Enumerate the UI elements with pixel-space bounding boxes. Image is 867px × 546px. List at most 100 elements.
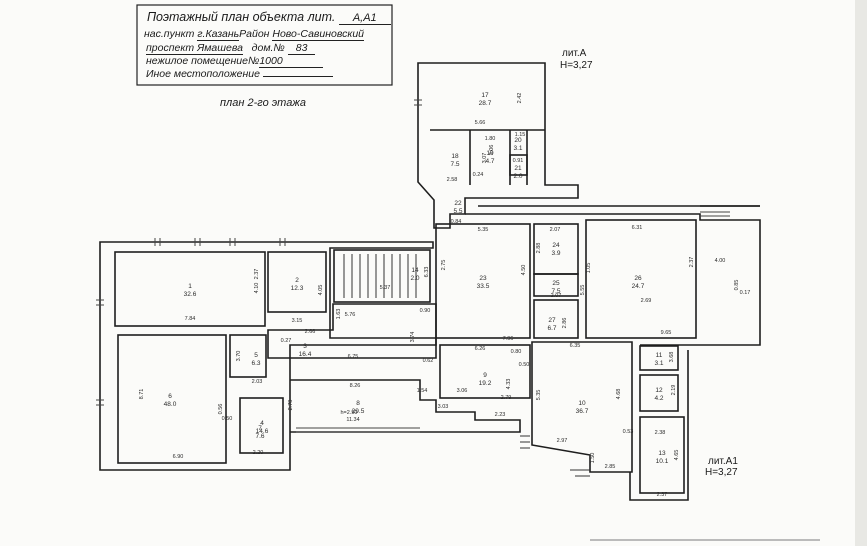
staircase-walls bbox=[333, 249, 431, 303]
window-marks bbox=[96, 99, 730, 433]
room-23-walls bbox=[435, 223, 531, 339]
room-area: 14.6 bbox=[256, 428, 269, 435]
room-number: 17 bbox=[481, 92, 489, 99]
room-area: 28.7 bbox=[479, 100, 492, 107]
room-27-walls bbox=[533, 299, 579, 339]
dimension-label: 0.91 bbox=[513, 158, 524, 164]
header-frame bbox=[136, 4, 393, 86]
lower-right-outline bbox=[629, 350, 689, 501]
dimension-label: 0.90 bbox=[420, 308, 431, 314]
dimension-label: 9.65 bbox=[661, 330, 672, 336]
dimension-label: 2.58 bbox=[447, 177, 458, 183]
dimension-label: 3.68 bbox=[669, 352, 675, 363]
dimension-label: 2.07 bbox=[550, 227, 561, 233]
other-location-label: Иное местоположение bbox=[146, 68, 260, 80]
room-area: 7.5 bbox=[450, 161, 459, 168]
room-area: 32.6 bbox=[184, 291, 197, 298]
room-area: 29.5 bbox=[352, 408, 365, 415]
dimension-label: 6.35 bbox=[570, 343, 581, 349]
room-number: 6 bbox=[168, 393, 172, 400]
dimension-label: 4.00 bbox=[715, 258, 726, 264]
dimension-label: 3.07 bbox=[482, 153, 488, 164]
dimension-label: 2.37 bbox=[254, 269, 260, 280]
dimension-label: h=2.50 bbox=[341, 410, 358, 416]
dimension-label: 1.54 bbox=[417, 388, 428, 394]
dimension-label: 8.71 bbox=[139, 389, 145, 400]
dimension-label: 2.07 bbox=[551, 293, 562, 299]
dimension-label: 1.15 bbox=[515, 132, 526, 138]
dimension-label: 2.42 bbox=[517, 93, 523, 104]
dimension-label: 6.75 bbox=[348, 354, 359, 360]
dimension-label: 3.15 bbox=[292, 318, 303, 324]
title-prefix: Поэтажный план объекта лит. bbox=[147, 10, 336, 24]
room-number: 19 bbox=[486, 150, 494, 157]
district-value: Ново-Савиновский bbox=[272, 28, 364, 41]
room-number: 4 bbox=[260, 420, 264, 427]
room-number: 21 bbox=[514, 165, 522, 172]
dimension-label: 3.74 bbox=[410, 332, 416, 343]
room-area: 2.0 bbox=[410, 275, 419, 282]
dimension-label: 2.86 bbox=[562, 318, 568, 329]
header-other-line: Иное местоположение bbox=[146, 68, 333, 80]
dimension-label: 2.23 bbox=[495, 412, 506, 418]
dimension-label: 0.17 bbox=[740, 290, 751, 296]
room-area: 4.7 bbox=[485, 158, 494, 165]
room-area: 36.7 bbox=[576, 408, 589, 415]
dimension-label: 1.80 bbox=[485, 136, 496, 142]
room-number: 5 bbox=[254, 352, 258, 359]
dimension-label: 0.50 bbox=[519, 362, 530, 368]
room-number: 2 bbox=[295, 277, 299, 284]
room-26-walls bbox=[585, 219, 697, 339]
room-number: 11 bbox=[656, 352, 663, 359]
dimension-label: 4.50 bbox=[521, 265, 527, 276]
dimension-label: 2.37 bbox=[689, 257, 695, 268]
street-value: проспект Ямашева bbox=[146, 42, 243, 55]
room-area: 3.1 bbox=[654, 360, 663, 367]
dimension-label: 6.26 bbox=[475, 346, 486, 352]
room-2-walls bbox=[267, 251, 327, 313]
room-number: 24 bbox=[552, 242, 560, 249]
dimension-label: 4.05 bbox=[318, 285, 324, 296]
room-number: 14 bbox=[411, 267, 419, 274]
dimension-label: 4.10 bbox=[254, 283, 260, 294]
dimension-label: 0.27 bbox=[281, 338, 292, 344]
room-area: 4.2 bbox=[654, 395, 663, 402]
room-10-walls bbox=[531, 341, 633, 473]
dimension-label: 1.05 bbox=[586, 263, 592, 274]
dimension-label: 1.50 bbox=[590, 453, 596, 464]
dimension-label: 0.24 bbox=[473, 172, 484, 178]
dimension-label: 0.62 bbox=[423, 358, 434, 364]
staircase-treads bbox=[343, 254, 590, 477]
dimension-label: 5.35 bbox=[478, 227, 489, 233]
room-number: 18 bbox=[451, 153, 459, 160]
top-strip-outline bbox=[465, 213, 761, 346]
dimension-label: 11.34 bbox=[346, 417, 359, 423]
dimension-label: 5.35 bbox=[536, 390, 542, 401]
dimension-label: 2.75 bbox=[441, 260, 447, 271]
room-11-walls bbox=[639, 345, 679, 371]
room-area: 6.7 bbox=[547, 325, 556, 332]
room-number: 25 bbox=[552, 280, 560, 287]
dimension-label: 0.85 bbox=[734, 280, 740, 291]
room-area: 16.4 bbox=[299, 351, 312, 358]
room-4-walls bbox=[239, 397, 284, 454]
room-area: 6.3 bbox=[251, 360, 260, 367]
room-area: 24.7 bbox=[632, 283, 645, 290]
dimension-label: 7.84 bbox=[185, 316, 196, 322]
room-number: 10 bbox=[578, 400, 586, 407]
scan-edge-shadow bbox=[855, 0, 867, 546]
dimension-label: 4.68 bbox=[616, 389, 622, 400]
settlement-label: нас.пункт bbox=[144, 28, 195, 40]
dimension-label: 4.33 bbox=[506, 379, 512, 390]
dimension-label: 2.19 bbox=[671, 385, 677, 396]
wc-stall bbox=[509, 154, 528, 176]
dimension-label: 2.38 bbox=[655, 430, 666, 436]
dimension-label: 2.03 bbox=[252, 379, 263, 385]
dimension-label: 2.69 bbox=[641, 298, 652, 304]
room-9-walls bbox=[439, 344, 531, 399]
room-area: 48.0 bbox=[164, 401, 177, 408]
room-number: 12 bbox=[655, 387, 663, 394]
dimension-label: 0.50 bbox=[222, 416, 233, 422]
